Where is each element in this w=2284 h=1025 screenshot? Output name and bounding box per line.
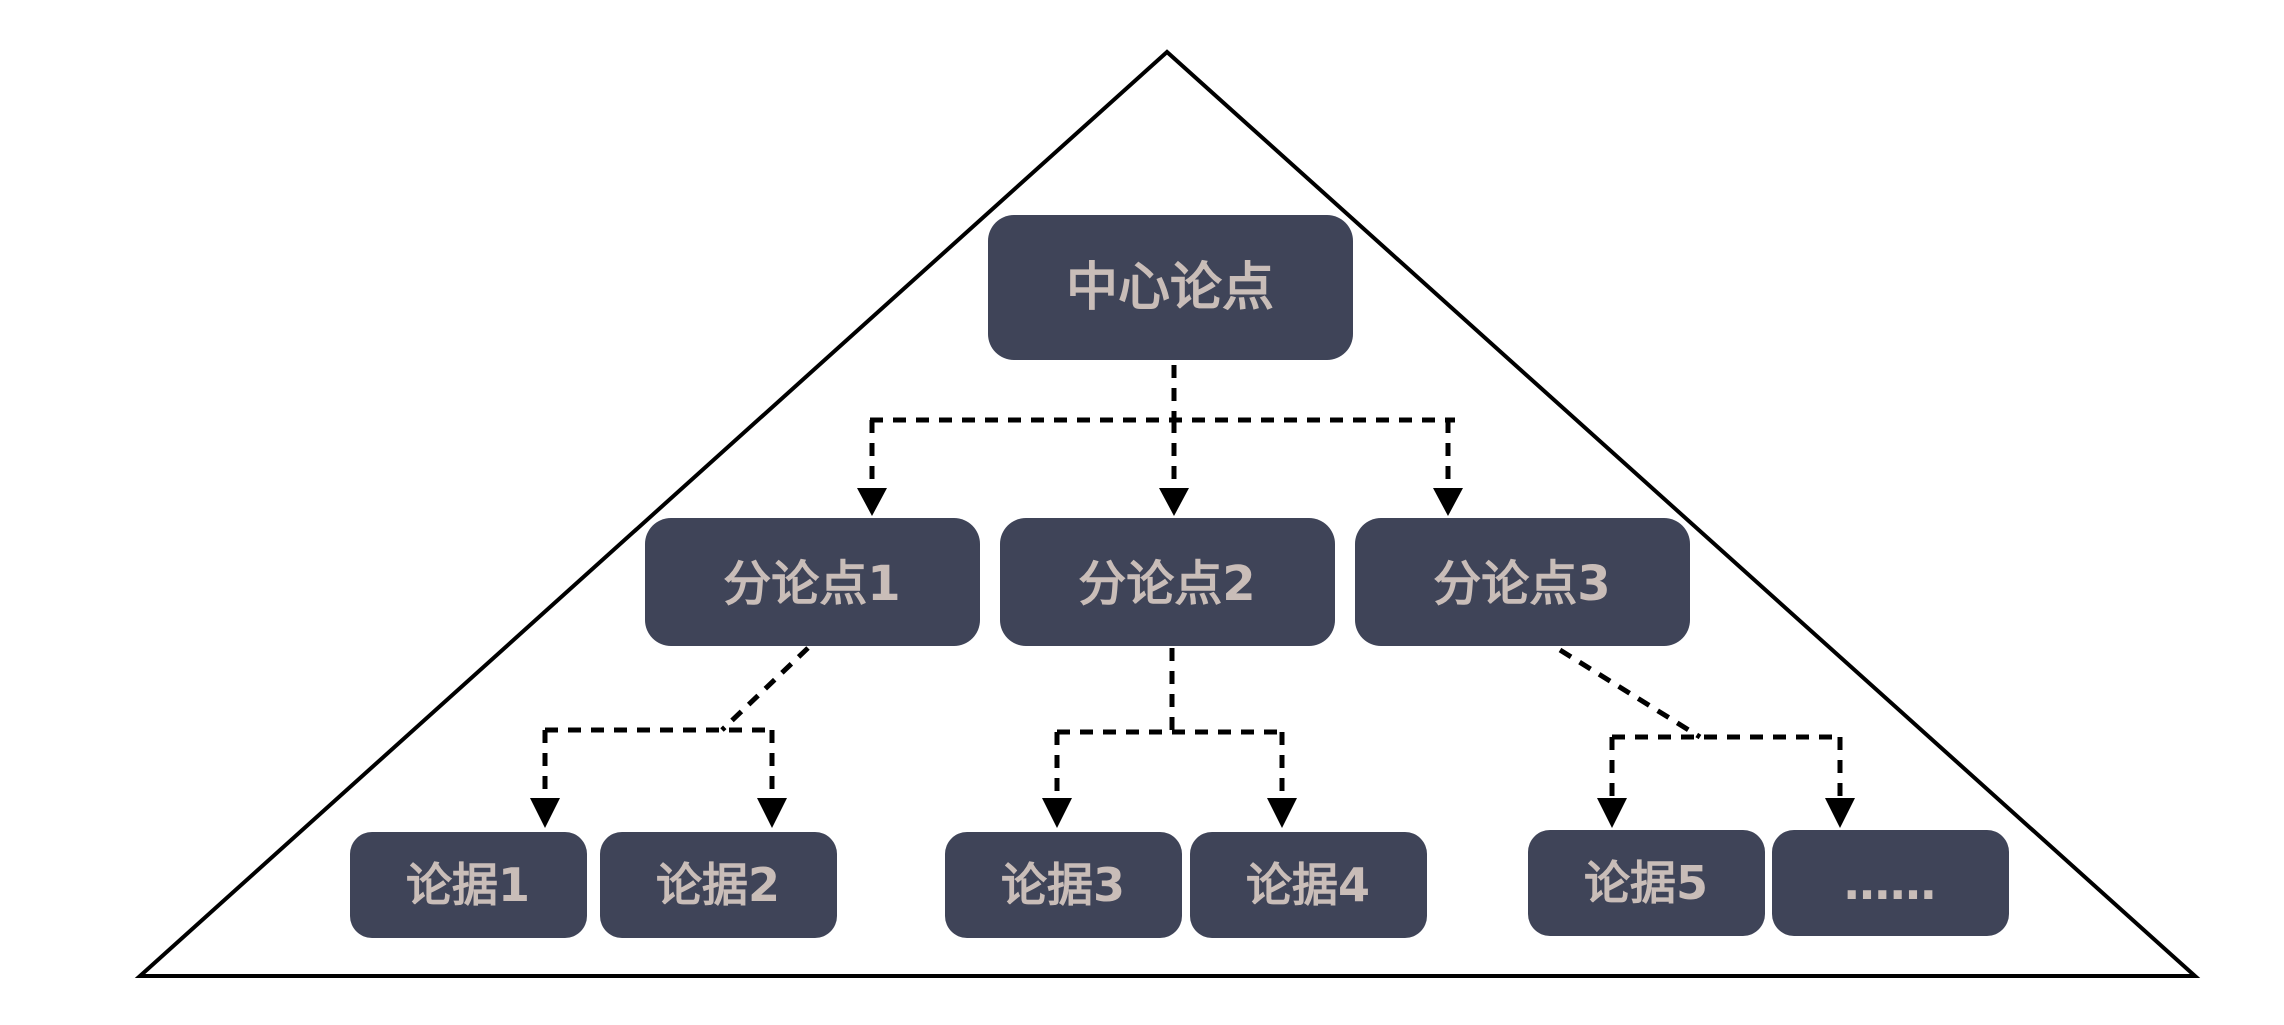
arrowhead-ev5: [1597, 798, 1627, 828]
node-ev5-label: 论据5: [1584, 856, 1708, 910]
node-sub1-box: [645, 518, 980, 646]
node-sub1: 分论点1: [645, 518, 980, 646]
node-ev3-label: 论据3: [1001, 858, 1125, 912]
node-ev2-box: [600, 832, 837, 938]
node-ev5: 论据5: [1528, 830, 1765, 936]
node-ev1-box: [350, 832, 587, 938]
arrowhead-ev1: [530, 798, 560, 828]
node-ev6-box: [1772, 830, 2009, 936]
arrowhead-sub2: [1159, 488, 1189, 516]
node-ev2: 论据2: [600, 832, 837, 938]
node-sub3: 分论点3: [1355, 518, 1690, 646]
node-ev6: ……: [1772, 830, 2009, 936]
node-ev4: 论据4: [1190, 832, 1427, 938]
node-ev5-box: [1528, 830, 1765, 936]
node-ev3-box: [945, 832, 1182, 938]
connector-sub1-diagonal: [720, 646, 810, 732]
node-ev1: 论据1: [350, 832, 587, 938]
node-sub2-box: [1000, 518, 1335, 646]
node-ev6-label: ……: [1844, 856, 1936, 910]
node-sub2-label: 分论点2: [1078, 556, 1255, 612]
sub2-connectors: [1054, 648, 1285, 798]
arrowhead-ev4: [1267, 798, 1297, 828]
node-sub3-label: 分论点3: [1433, 556, 1610, 612]
node-ev1-label: 论据1: [406, 858, 530, 912]
node-root: 中心论点: [988, 215, 1353, 360]
pyramid-outline: [134, 49, 2201, 978]
node-ev4-label: 论据4: [1246, 858, 1370, 912]
node-sub2: 分论点2: [1000, 518, 1335, 646]
node-ev3: 论据3: [945, 832, 1182, 938]
node-root-label: 中心论点: [1066, 258, 1274, 318]
node-sub1-label: 分论点1: [723, 556, 900, 612]
connector-sub3-diagonal: [1558, 647, 1702, 740]
arrowhead-ev3: [1042, 798, 1072, 828]
sub3-connectors: [1558, 647, 1843, 798]
node-root-box: [988, 215, 1353, 360]
sub1-connectors: [542, 646, 810, 798]
node-ev2-label: 论据2: [656, 858, 780, 912]
arrowhead-sub3: [1433, 488, 1463, 516]
node-ev4-box: [1190, 832, 1427, 938]
arrowhead-ev2: [757, 798, 787, 828]
root-connectors: [869, 365, 1455, 488]
node-sub3-box: [1355, 518, 1690, 646]
arrowhead-ev6: [1825, 798, 1855, 828]
arrowheads: [530, 488, 1855, 828]
arrowhead-sub1: [857, 488, 887, 516]
